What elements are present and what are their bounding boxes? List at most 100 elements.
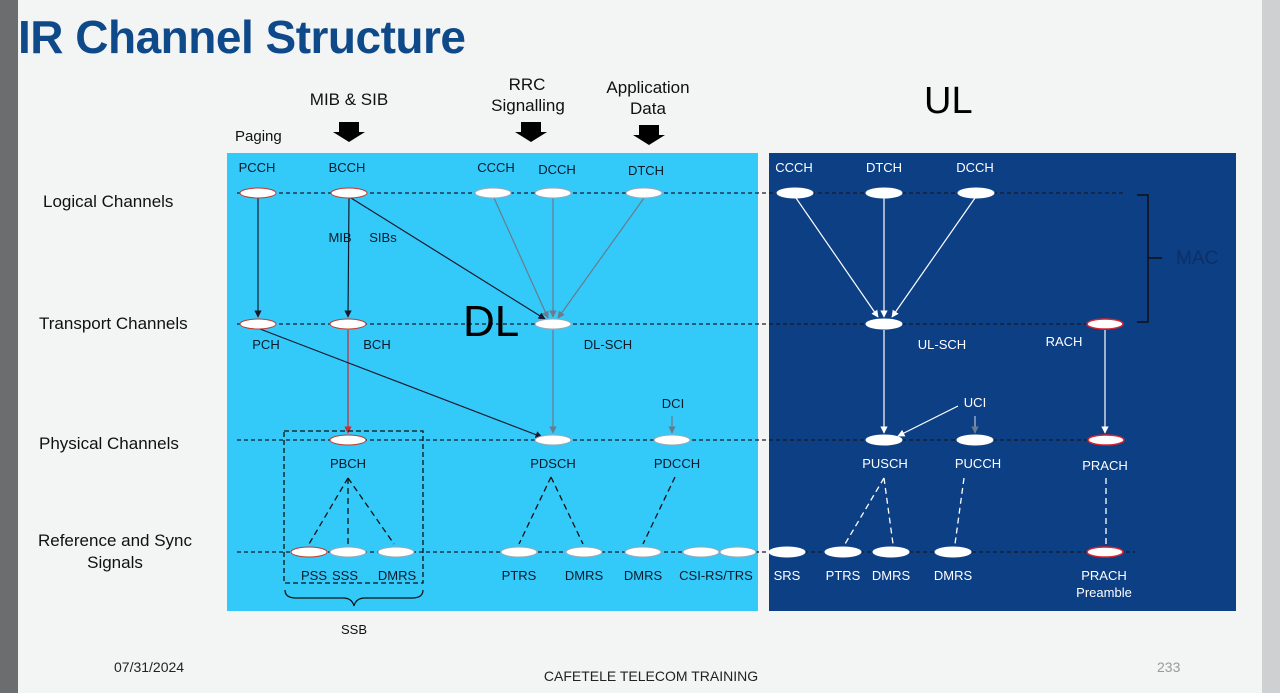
pusch-ptrs-link [844,477,885,545]
dlsch-node [534,318,572,330]
mac-label: MAC [1176,248,1218,269]
pucch-dmrs-node [934,546,972,558]
bch-node [329,318,367,330]
bcch-node [330,187,368,199]
pdcch-dmrs-label: DMRS [624,568,663,583]
pdsch-node [534,434,572,446]
ul-ccch-to-ulsch-arrow [795,197,879,318]
slide-left-edge [0,0,18,693]
bcch-label: BCCH [329,160,366,175]
pcch-node [239,187,277,199]
ul-arrows [795,197,1109,437]
ulsch-label: UL-SCH [918,337,966,352]
pch-to-pdsch-arrow [259,328,543,439]
app-data-label-line1: Application [606,78,689,97]
pdsch-dmrs-link [550,476,584,545]
ul-ptrs-label: PTRS [826,568,861,583]
dl-label: DL [463,297,519,346]
row-label-physical: Physical Channels [39,434,179,453]
rrc-label-line1: RRC [509,75,546,94]
pusch-dmrs-node [872,546,910,558]
prach-label: PRACH [1082,458,1128,473]
bcch-to-dlsch-arrow [350,197,546,320]
pss-node [290,546,328,558]
pdsch-ptrs-link [518,476,552,545]
csi-rs-node-2 [719,546,757,558]
dtch-label: DTCH [628,163,664,178]
pss-label: PSS [301,568,327,583]
ul-panel [769,153,1236,611]
pucch-dmrs-label: DMRS [934,568,973,583]
ccch-label: CCCH [477,160,515,175]
rrc-input-arrow [515,122,547,142]
prach-preamble-label-line2: Preamble [1076,585,1132,600]
scrollbar[interactable] [1262,0,1280,693]
uci-to-pusch-arrow [897,405,959,437]
slide-title: IR Channel Structure [18,11,466,63]
dl-labels: PCCH BCCH CCCH DCCH DTCH MIB SIBs PCH BC… [239,160,754,583]
pbch-label: PBCH [330,456,366,471]
ssb-brace [284,589,424,607]
row-label-ref-line1: Reference and Sync [38,531,193,550]
ul-label: UL [924,80,973,122]
ccch-to-dlsch-arrow [493,197,549,319]
pbch-node [329,434,367,446]
pbch-pss-link [308,477,349,545]
mib-sib-input-arrow [333,122,365,142]
mib-label: MIB [328,230,351,245]
ssb-box [283,430,424,584]
app-data-input-arrow [633,125,665,145]
dl-panel [227,153,758,611]
pbch-dmrs-label: DMRS [378,568,417,583]
ul-signal-links [844,477,1107,545]
sss-label: SSS [332,568,358,583]
prach-preamble-label-line1: PRACH [1081,568,1127,583]
dlsch-label: DL-SCH [584,337,632,352]
app-data-label-line2: Data [630,99,666,118]
ul-ccch-node [776,187,814,199]
rrc-label-line2: Signalling [491,96,565,115]
pusch-label: PUSCH [862,456,908,471]
row-label-ref-line2: Signals [87,553,143,572]
prach-node [1087,434,1125,446]
uci-label: UCI [964,395,986,410]
dcch-label: DCCH [538,162,576,177]
pbch-dmrs-link [347,477,395,545]
footer-company: CAFETELE TELECOM TRAINING [544,668,758,684]
srs-label: SRS [774,568,801,583]
pdcch-dmrs-node [624,546,662,558]
ul-ccch-label: CCCH [775,160,813,175]
prach-preamble-node [1086,546,1124,558]
csi-rs-label: CSI-RS/TRS [679,568,753,583]
footer-page-number: 233 [1157,659,1181,675]
pdsch-dmrs-node [565,546,603,558]
bcch-to-bch-arrow [344,197,352,318]
rach-node [1086,318,1124,330]
dcch-node [534,187,572,199]
ptrs-label: PTRS [502,568,537,583]
pdcch-node [653,434,691,446]
dl-signal-links [308,476,676,545]
pdcch-label: PDCCH [654,456,700,471]
csi-rs-node-1 [682,546,720,558]
pch-node [239,318,277,330]
pusch-ptrs-node [824,546,862,558]
rach-label: RACH [1046,334,1083,349]
pusch-dmrs-label: DMRS [872,568,911,583]
ul-dtch-label: DTCH [866,160,902,175]
pucch-dmrs-link [954,477,965,545]
dtch-node [625,187,663,199]
ul-dcch-to-ulsch-arrow [891,197,976,318]
ul-dcch-label: DCCH [956,160,994,175]
pch-label: PCH [252,337,279,352]
pdsch-dmrs-label: DMRS [565,568,604,583]
sibs-label: SIBs [369,230,397,245]
dtch-to-dlsch-arrow [557,197,645,319]
paging-label: Paging [235,128,282,145]
bch-label: BCH [363,337,390,352]
dci-label: DCI [662,396,684,411]
pusch-dmrs-link [883,477,894,545]
pucch-node [956,434,994,446]
pucch-label: PUCCH [955,456,1001,471]
